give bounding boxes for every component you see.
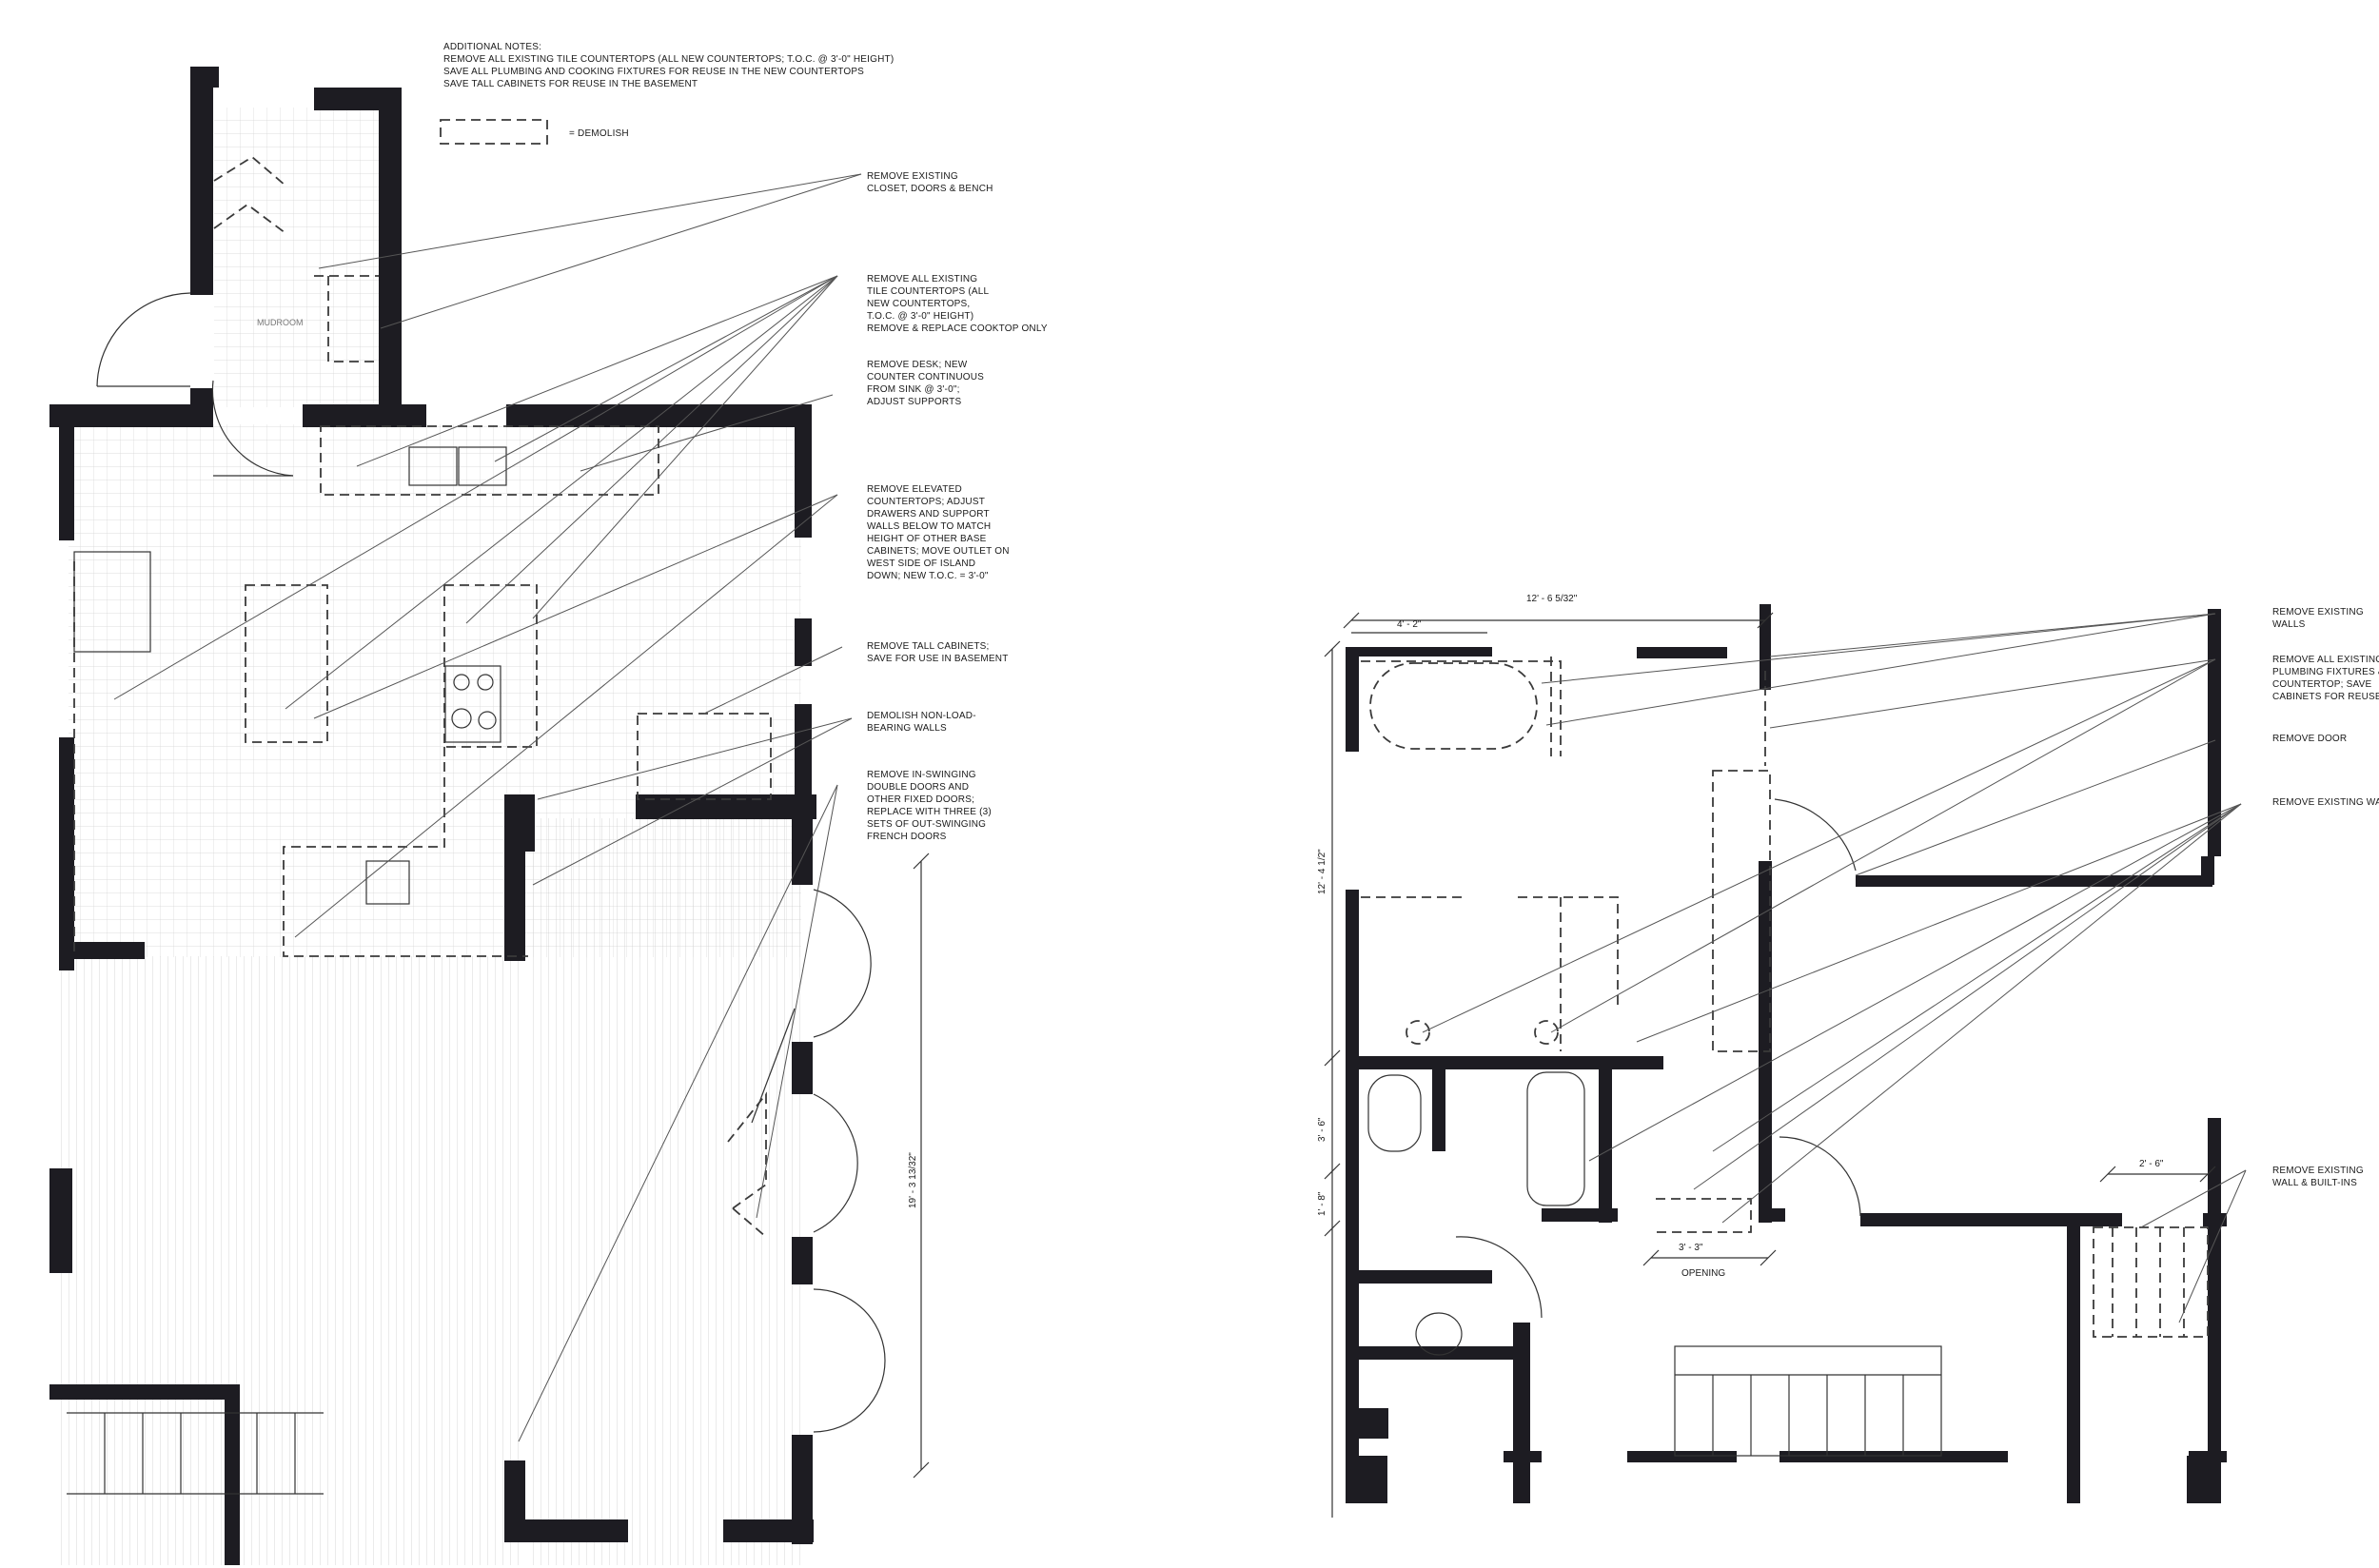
callout-remove-tall-cabinets: REMOVE TALL CABINETS; SAVE FOR USE IN BA… (867, 641, 1009, 664)
callout-remove-elevated-countertops: REMOVE ELEVATED COUNTERTOPS; ADJUST DRAW… (867, 484, 1010, 581)
dim-height-bath: 3' - 6" (1317, 1117, 1327, 1142)
svg-text:FROM SINK @ 3'-0";: FROM SINK @ 3'-0"; (867, 384, 960, 395)
svg-text:DEMOLISH NON-LOAD-: DEMOLISH NON-LOAD- (867, 711, 976, 721)
fixtures (1361, 657, 2209, 1457)
dimension-label: 19' - 3 13/32" (908, 1152, 918, 1208)
callout-remove-plumbing-fixtures: REMOVE ALL EXISTING PLUMBING FIXTURES & … (2272, 655, 2379, 702)
room-label-mudroom: MUDROOM (257, 318, 304, 327)
svg-text:COUNTER CONTINUOUS: COUNTER CONTINUOUS (867, 372, 984, 382)
svg-text:WALLS: WALLS (2272, 619, 2306, 630)
svg-text:HEIGHT OF OTHER BASE: HEIGHT OF OTHER BASE (867, 534, 987, 544)
note-line: SAVE ALL PLUMBING AND COOKING FIXTURES F… (443, 67, 864, 77)
callout-remove-walls: REMOVE EXISTING WALLS (2272, 607, 2364, 630)
svg-text:WALL & BUILT-INS: WALL & BUILT-INS (2272, 1178, 2357, 1188)
svg-text:REMOVE DOOR: REMOVE DOOR (2272, 734, 2347, 744)
wood-floor-west (57, 956, 523, 1565)
additional-notes: ADDITIONAL NOTES: REMOVE ALL EXISTING TI… (443, 42, 894, 89)
dim-tub-width: 4' - 2" (1397, 619, 1422, 630)
svg-text:COUNTERTOP; SAVE: COUNTERTOP; SAVE (2272, 679, 2371, 690)
callout-remove-wall-built-ins: REMOVE EXISTING WALL & BUILT-INS (2272, 1166, 2364, 1188)
demolish-legend: = DEMOLISH (440, 119, 629, 145)
svg-text:WALLS BELOW TO MATCH: WALLS BELOW TO MATCH (867, 521, 991, 532)
leader-lines (113, 173, 862, 1442)
dimensions: 12' - 6 5/32" 4' - 2" 12' - 4 1/2" 3' - … (1317, 594, 2216, 1518)
countertops (73, 425, 772, 957)
svg-text:DOWN; NEW T.O.C. = 3'-0": DOWN; NEW T.O.C. = 3'-0" (867, 571, 989, 581)
stair (67, 1412, 324, 1495)
mudroom-tile-floor (214, 108, 381, 407)
svg-text:REMOVE IN-SWINGING: REMOVE IN-SWINGING (867, 770, 976, 780)
callout-demolish-walls: DEMOLISH NON-LOAD- BEARING WALLS (867, 711, 976, 734)
svg-text:PLUMBING FIXTURES &: PLUMBING FIXTURES & (2272, 667, 2379, 677)
callout-remove-existing-walls: REMOVE EXISTING WALLS (2272, 797, 2379, 808)
dim-height-small: 1' - 8" (1317, 1191, 1327, 1216)
dim-shelf-width: 2' - 6" (2139, 1159, 2164, 1169)
closet-bench-demolition (213, 155, 767, 1238)
svg-text:REMOVE ALL EXISTING: REMOVE ALL EXISTING (867, 274, 977, 284)
dim-opening-label: OPENING (1681, 1268, 1725, 1279)
walls (1346, 604, 2227, 1503)
note-line: ADDITIONAL NOTES: (443, 42, 541, 52)
svg-text:REMOVE ALL EXISTING: REMOVE ALL EXISTING (2272, 655, 2379, 665)
walls (49, 67, 816, 1565)
svg-text:CABINETS FOR REUSE: CABINETS FOR REUSE (2272, 692, 2379, 702)
svg-text:CLOSET, DOORS & BENCH: CLOSET, DOORS & BENCH (867, 184, 993, 194)
callout-french-doors: REMOVE IN-SWINGING DOUBLE DOORS AND OTHE… (867, 770, 992, 842)
svg-text:REMOVE & REPLACE COOKTOP ONLY: REMOVE & REPLACE COOKTOP ONLY (867, 323, 1048, 334)
wood-floor-east (531, 818, 802, 1565)
svg-text:REMOVE ELEVATED: REMOVE ELEVATED (867, 484, 962, 495)
svg-text:WEST SIDE OF ISLAND: WEST SIDE OF ISLAND (867, 559, 975, 569)
svg-text:DOUBLE DOORS AND: DOUBLE DOORS AND (867, 782, 969, 793)
callout-remove-desk: REMOVE DESK; NEW COUNTER CONTINUOUS FROM… (867, 360, 984, 407)
svg-text:COUNTERTOPS; ADJUST: COUNTERTOPS; ADJUST (867, 497, 985, 507)
dim-top-width: 12' - 6 5/32" (1526, 594, 1578, 604)
svg-text:REPLACE WITH THREE (3): REPLACE WITH THREE (3) (867, 807, 992, 817)
svg-text:SAVE FOR USE IN BASEMENT: SAVE FOR USE IN BASEMENT (867, 654, 1009, 664)
note-line: REMOVE ALL EXISTING TILE COUNTERTOPS (AL… (443, 54, 894, 65)
legend-swatch (440, 119, 548, 145)
svg-text:REMOVE EXISTING: REMOVE EXISTING (2272, 607, 2364, 617)
legend-label: = DEMOLISH (569, 128, 629, 139)
callout-remove-door: REMOVE DOOR (2272, 734, 2347, 744)
callout-remove-tile-countertops: REMOVE ALL EXISTING TILE COUNTERTOPS (AL… (867, 274, 1048, 334)
svg-text:CABINETS; MOVE OUTLET ON: CABINETS; MOVE OUTLET ON (867, 546, 1010, 557)
svg-text:ADJUST SUPPORTS: ADJUST SUPPORTS (867, 397, 961, 407)
note-line: SAVE TALL CABINETS FOR REUSE IN THE BASE… (443, 79, 698, 89)
svg-text:TILE COUNTERTOPS (ALL: TILE COUNTERTOPS (ALL (867, 286, 990, 297)
svg-text:T.O.C. @ 3'-0" HEIGHT): T.O.C. @ 3'-0" HEIGHT) (867, 311, 973, 322)
svg-text:NEW COUNTERTOPS,: NEW COUNTERTOPS, (867, 299, 970, 309)
svg-text:BEARING WALLS: BEARING WALLS (867, 723, 947, 734)
svg-text:REMOVE EXISTING: REMOVE EXISTING (2272, 1166, 2364, 1176)
svg-text:OTHER FIXED DOORS;: OTHER FIXED DOORS; (867, 794, 974, 805)
svg-text:SETS OF OUT-SWINGING: SETS OF OUT-SWINGING (867, 819, 986, 830)
svg-text:FRENCH DOORS: FRENCH DOORS (867, 832, 947, 842)
dimension-line-vertical: 19' - 3 13/32" (908, 853, 930, 1479)
svg-text:REMOVE EXISTING WALLS: REMOVE EXISTING WALLS (2272, 797, 2379, 808)
svg-text:REMOVE TALL CABINETS;: REMOVE TALL CABINETS; (867, 641, 990, 652)
dim-height-main: 12' - 4 1/2" (1317, 849, 1327, 894)
kitchen-demolition-plan: ADDITIONAL NOTES: REMOVE ALL EXISTING TI… (49, 42, 1048, 1565)
dim-opening-width: 3' - 3" (1679, 1243, 1703, 1253)
svg-text:DRAWERS AND SUPPORT: DRAWERS AND SUPPORT (867, 509, 990, 519)
bath-demolition-plan: 12' - 6 5/32" 4' - 2" 12' - 4 1/2" 3' - … (1317, 594, 2379, 1518)
leader-lines (1422, 613, 2247, 1323)
svg-text:REMOVE EXISTING: REMOVE EXISTING (867, 171, 958, 182)
callout-remove-closet: REMOVE EXISTING CLOSET, DOORS & BENCH (867, 171, 993, 194)
svg-text:REMOVE DESK; NEW: REMOVE DESK; NEW (867, 360, 968, 370)
